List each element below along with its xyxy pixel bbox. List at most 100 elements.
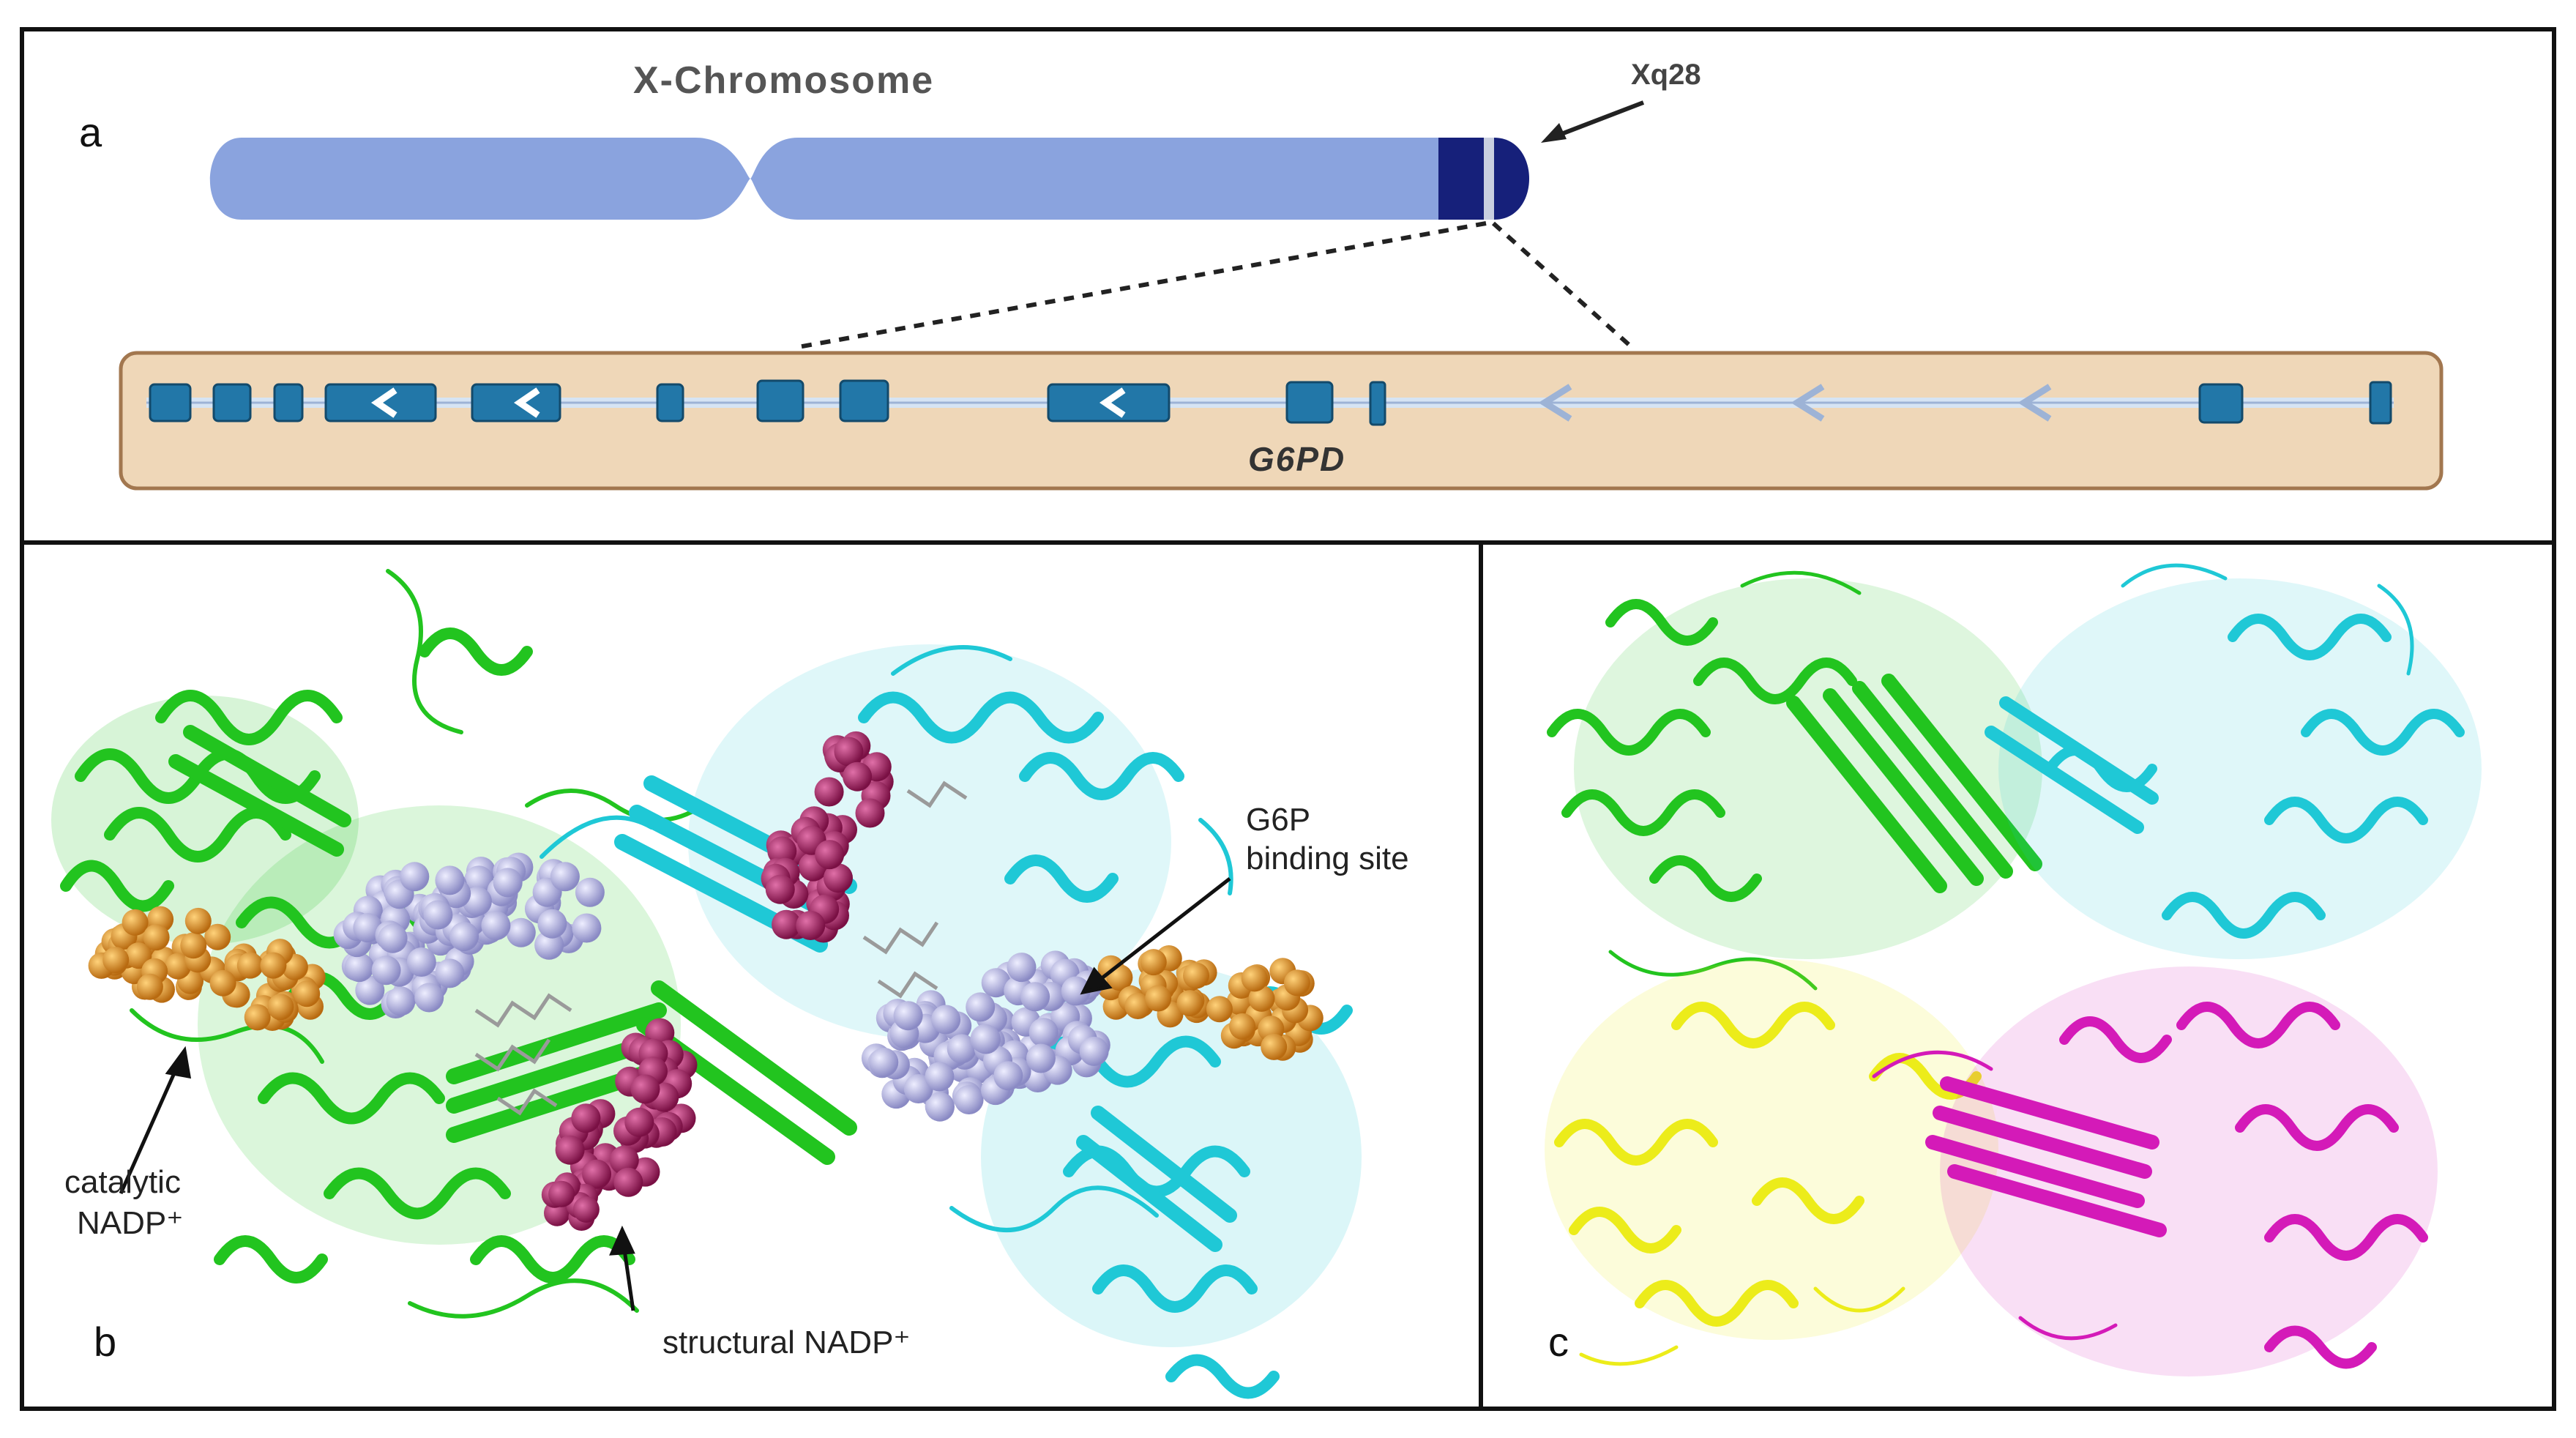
atom-sphere <box>1283 969 1310 996</box>
catalytic-nadp-right <box>1206 958 1324 1061</box>
exon <box>212 383 252 422</box>
chromosome-band-xq28 <box>1484 138 1494 220</box>
atom-sphere <box>184 907 212 934</box>
chevron-left-icon <box>370 387 397 418</box>
structural-arrow <box>621 1244 635 1311</box>
atom-sphere <box>555 1135 585 1165</box>
atom-sphere <box>893 1001 923 1031</box>
atom-sphere <box>1241 965 1268 992</box>
atom-sphere <box>371 955 401 986</box>
atom-sphere <box>1124 993 1151 1019</box>
atom-sphere <box>1028 1018 1059 1048</box>
structural-nadp-upper <box>814 731 894 845</box>
xq28-arrow <box>1550 100 1645 140</box>
zoom-line-right <box>1491 221 1635 350</box>
structural-arrowhead <box>609 1225 635 1256</box>
gene-box <box>119 351 2444 491</box>
atom-sphere <box>1261 1033 1288 1060</box>
g6p-arrow <box>1097 877 1231 983</box>
chromosome-diagram <box>209 100 1645 350</box>
chromosome-long-arm <box>750 138 1449 220</box>
atom-sphere <box>1061 976 1091 1006</box>
atom-sphere <box>765 874 795 904</box>
atom-sphere <box>572 1196 600 1223</box>
chromosome-band-dark <box>1438 138 1484 220</box>
atom-sphere <box>550 862 580 892</box>
atom-sphere <box>506 917 536 947</box>
xq28-arrowhead <box>1541 123 1567 143</box>
chevron-left-icon <box>2017 384 2052 422</box>
chromosome-tip <box>1494 138 1529 220</box>
exon <box>273 383 304 422</box>
atom-sphere <box>1020 982 1050 1012</box>
atom-sphere <box>624 1107 654 1137</box>
catalytic-arrow <box>119 1060 182 1195</box>
atom-sphere <box>353 913 383 943</box>
panel-c-frame <box>1479 540 2556 1411</box>
atom-sphere <box>102 947 130 974</box>
atom-sphere <box>1176 990 1203 1017</box>
atom-sphere <box>993 1061 1023 1091</box>
band-label-xq28: Xq28 <box>1631 59 1701 91</box>
chevron-left-icon <box>1791 384 1825 422</box>
atom-sphere <box>260 952 287 979</box>
exon <box>839 379 889 422</box>
atom-sphere <box>548 1180 575 1207</box>
atom-sphere <box>180 932 207 959</box>
atom-sphere <box>435 865 465 895</box>
chain-magenta-c <box>1872 966 2438 1376</box>
atom-sphere <box>136 973 163 1000</box>
atom-sphere <box>1079 1036 1109 1066</box>
atom-sphere <box>954 1085 984 1114</box>
zoom-line-left <box>794 221 1487 350</box>
label-catalytic-line2: NADP⁺ <box>77 1205 184 1241</box>
atom-sphere <box>925 1062 955 1092</box>
catalytic-nadp-left <box>209 939 326 1031</box>
atom-sphere <box>772 909 802 939</box>
atom-sphere <box>1026 1043 1056 1073</box>
chevron-left-icon <box>513 387 540 418</box>
atom-sphere <box>582 1159 612 1189</box>
atom-sphere <box>1007 953 1037 983</box>
chain-green-c <box>1547 570 2042 991</box>
atom-sphere <box>843 761 873 791</box>
atom-sphere <box>571 1103 601 1133</box>
atom-sphere <box>537 909 567 939</box>
atom-sphere <box>824 863 853 893</box>
ligand-sticks <box>474 781 968 1116</box>
atom-sphere <box>981 968 1011 998</box>
atom-sphere <box>344 953 374 983</box>
atom-sphere <box>449 922 479 952</box>
exon <box>2198 383 2244 424</box>
catalytic-arrowhead <box>165 1046 192 1079</box>
panel-letter-a: a <box>79 109 102 155</box>
atom-sphere <box>400 862 430 892</box>
atom-sphere <box>1206 996 1233 1023</box>
lavender-ligand-left <box>418 852 605 960</box>
chevron-left-icon <box>1538 384 1572 422</box>
atom-sphere <box>355 975 385 1005</box>
chain-cyan <box>540 644 1362 1399</box>
atom-sphere <box>244 1004 271 1031</box>
structural-nadp-lower <box>541 1172 600 1231</box>
atom-sphere <box>464 865 493 895</box>
atom-sphere <box>143 924 170 951</box>
structural-nadp-upper <box>761 806 853 943</box>
exon <box>656 383 684 422</box>
chevron-left-icon <box>1099 387 1126 418</box>
atom-sphere <box>630 1074 660 1104</box>
annotation-arrows <box>119 877 1231 1311</box>
g6p-arrowhead <box>1080 966 1113 995</box>
label-g6p-line1: G6P <box>1246 802 1311 838</box>
lavender-ligand-left <box>333 862 474 1018</box>
atom-sphere <box>947 1034 977 1064</box>
panel-letter-c: c <box>1548 1319 1569 1365</box>
exon <box>1369 381 1386 426</box>
atom-sphere <box>834 737 864 767</box>
tetramer-structure <box>1545 563 2482 1376</box>
atom-sphere <box>386 986 416 1016</box>
atom-sphere <box>1183 962 1209 989</box>
chain-cyan-c <box>1985 563 2482 959</box>
gene-label: G6PD <box>1248 440 1346 478</box>
